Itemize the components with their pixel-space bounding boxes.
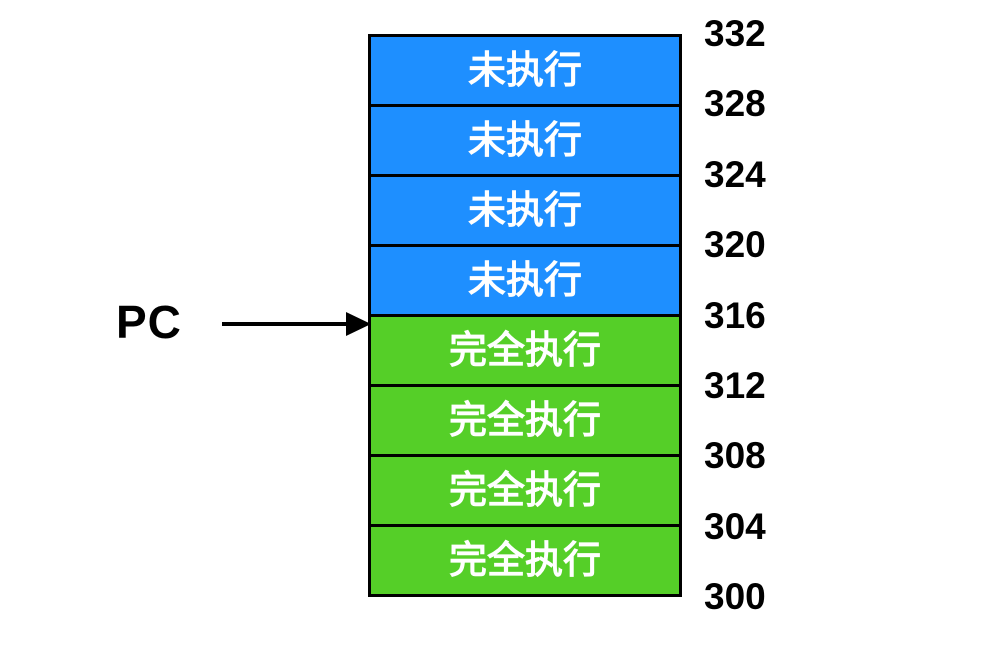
memory-row-unexecuted: 未执行 bbox=[371, 37, 679, 104]
memory-row-executed: 完全执行 bbox=[371, 384, 679, 454]
memory-row-executed: 完全执行 bbox=[371, 524, 679, 594]
address-column: 332 328 324 320 316 312 308 304 300 bbox=[704, 13, 824, 617]
address-label: 328 bbox=[704, 83, 766, 125]
memory-row-executed: 完全执行 bbox=[371, 314, 679, 384]
memory-row-unexecuted: 未执行 bbox=[371, 244, 679, 314]
memory-stack: 未执行 未执行 未执行 未执行 完全执行 完全执行 完全执行 完全执行 bbox=[368, 34, 682, 597]
memory-row-unexecuted: 未执行 bbox=[371, 174, 679, 244]
address-label: 300 bbox=[704, 576, 766, 617]
memory-row-unexecuted: 未执行 bbox=[371, 104, 679, 174]
address-label: 308 bbox=[704, 435, 766, 477]
address-label: 312 bbox=[704, 364, 766, 406]
pc-arrow-icon bbox=[222, 312, 371, 336]
address-label: 316 bbox=[704, 294, 766, 336]
address-label: 324 bbox=[704, 153, 766, 195]
address-label: 332 bbox=[704, 13, 766, 54]
address-label: 304 bbox=[704, 505, 766, 547]
address-label: 320 bbox=[704, 224, 766, 266]
pc-label: PC bbox=[116, 295, 182, 348]
memory-row-executed: 完全执行 bbox=[371, 454, 679, 524]
